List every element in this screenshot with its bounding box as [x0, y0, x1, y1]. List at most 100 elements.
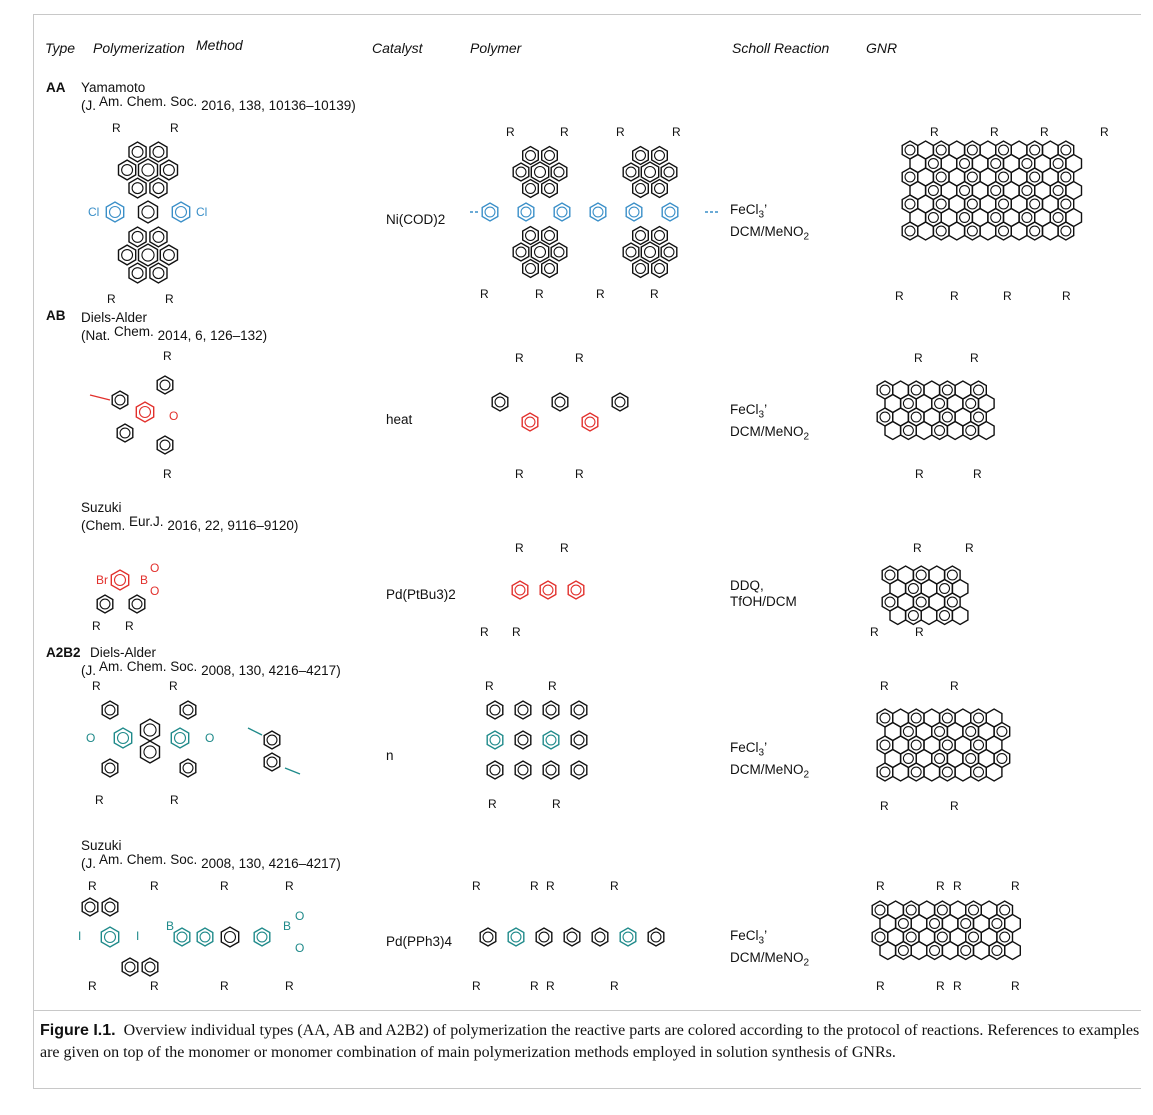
polymer-backbone-ring — [589, 202, 607, 222]
r-label-a2b2-suzuki-monomer: R — [220, 879, 229, 893]
oxygen-label: O — [169, 409, 178, 423]
aromatic-circle — [266, 734, 278, 746]
header-catalyst: Catalyst — [372, 40, 423, 56]
aromatic-circle — [874, 904, 886, 916]
r-label-aa-gnr: R — [1062, 289, 1071, 303]
aromatic-circle — [152, 267, 165, 280]
aromatic-circle — [182, 704, 194, 716]
aromatic-circle — [543, 182, 555, 194]
phenyl-ring — [522, 178, 539, 199]
aromatic-circle — [902, 397, 914, 409]
gnr-ab-ring — [946, 420, 964, 441]
aromatic-circle — [625, 166, 637, 178]
aromatic-circle — [960, 944, 972, 956]
r-label-a2b2-suzuki-polymer: R — [472, 979, 481, 993]
aromatic-circle — [524, 230, 536, 242]
phenyl-ring — [128, 141, 147, 163]
method-a2b2-diels-alder: Diels-Alder — [90, 645, 157, 660]
r-label-aa-polymer: R — [650, 287, 659, 301]
aromatic-circle — [653, 182, 665, 194]
gnr-ab-suzuki-ring — [920, 605, 938, 626]
aromatic-circle — [996, 725, 1008, 737]
aromatic-circle — [966, 198, 978, 210]
phenyl-ring — [541, 258, 558, 279]
phenyl-ring — [522, 258, 539, 279]
aromatic-circle — [176, 931, 188, 943]
aromatic-circle — [904, 144, 916, 156]
a2b2-suzuki-polymer-ring — [647, 927, 665, 947]
cyclopentadienone-ring-right — [170, 727, 190, 749]
aromatic-circle — [124, 961, 136, 973]
phenyl-ring — [651, 225, 668, 246]
chlorophenyl-ring-right — [171, 201, 191, 223]
aromatic-circle — [663, 166, 675, 178]
header-method: Method — [196, 37, 243, 53]
ab-polymer-ring — [581, 412, 599, 432]
aromatic-circle — [141, 163, 155, 177]
r-label-aa-polymer: R — [480, 287, 489, 301]
aromatic-circle — [935, 171, 947, 183]
aromatic-circle — [489, 734, 501, 746]
header-polymer: Polymer — [470, 40, 522, 56]
aromatic-circle — [934, 752, 946, 764]
figure-frame-left — [33, 14, 34, 1089]
gnr-ab-suzuki-ring — [889, 605, 907, 626]
aromatic-circle — [510, 931, 522, 943]
aromatic-circle — [650, 931, 662, 943]
r-label-ab-gnr: R — [970, 351, 979, 365]
r-label-aa-gnr: R — [1003, 289, 1012, 303]
r-label-aa-gnr: R — [1040, 125, 1049, 139]
gnr-a2b2-ring — [985, 762, 1003, 782]
phenyl-ring — [159, 244, 179, 266]
aromatic-circle — [141, 205, 155, 219]
aromatic-circle — [141, 248, 155, 262]
r-label-a2b2-suzuki-gnr: R — [1011, 879, 1020, 893]
r-label-a2b2-suzuki-monomer: R — [285, 879, 294, 893]
gnr-ab-ring — [884, 420, 902, 441]
cyclopentadienone-ring — [135, 401, 155, 423]
a2b2-polymer-ring — [542, 730, 560, 750]
catalyst-ab-suzuki: Pd(PtBu3)2 — [386, 587, 456, 602]
iodine-label: I — [136, 929, 139, 943]
phenyl-ring — [101, 758, 119, 778]
aromatic-circle — [965, 424, 977, 436]
caption-label: Figure I.1. — [40, 1022, 116, 1039]
boron-label: B — [140, 573, 148, 587]
aromatic-circle — [131, 145, 144, 158]
aromatic-circle — [653, 230, 665, 242]
aromatic-circle — [573, 764, 585, 776]
diethynyl-ring — [263, 752, 281, 772]
scholl-ab-suzuki: DDQ,TfOH/DCM — [730, 578, 797, 609]
a2b2-suzuki-polymer-ring — [591, 927, 609, 947]
aromatic-circle — [152, 182, 165, 195]
r-label-a2b2-suzuki-polymer: R — [610, 879, 619, 893]
r-label-a2b2-suzuki-polymer: R — [546, 979, 555, 993]
aromatic-circle — [902, 424, 914, 436]
aromatic-circle — [996, 752, 1008, 764]
phenyl-ring — [117, 159, 137, 181]
a2b2-polymer-ring — [486, 760, 504, 780]
aromatic-circle — [907, 582, 919, 594]
gnr-a2b2-suzuki-ring — [972, 940, 990, 961]
aromatic-circle — [524, 262, 536, 274]
aromatic-circle — [520, 206, 532, 218]
aromatic-circle — [915, 596, 927, 608]
r-label-ab-polymer: R — [575, 467, 584, 481]
r-label-aa-monomer: R — [165, 292, 174, 306]
r-label-a2b2-monomer: R — [95, 793, 104, 807]
r-label-ab-polymer: R — [515, 467, 524, 481]
aromatic-circle — [910, 739, 922, 751]
aromatic-circle — [934, 725, 946, 737]
core-ring — [139, 740, 161, 764]
catalyst-a2b2-da: n — [386, 748, 394, 763]
aromatic-circle — [879, 411, 891, 423]
r-label-a2b2-suzuki-polymer: R — [546, 879, 555, 893]
gnr-aa-ring — [979, 221, 997, 241]
aromatic-circle — [1029, 198, 1041, 210]
aromatic-circle — [966, 144, 978, 156]
aromatic-circle — [592, 206, 604, 218]
r-label-a2b2-monomer: R — [170, 793, 179, 807]
oxygen-label: O — [150, 561, 159, 575]
aromatic-circle — [489, 704, 501, 716]
polymer-backbone-ring — [661, 202, 679, 222]
